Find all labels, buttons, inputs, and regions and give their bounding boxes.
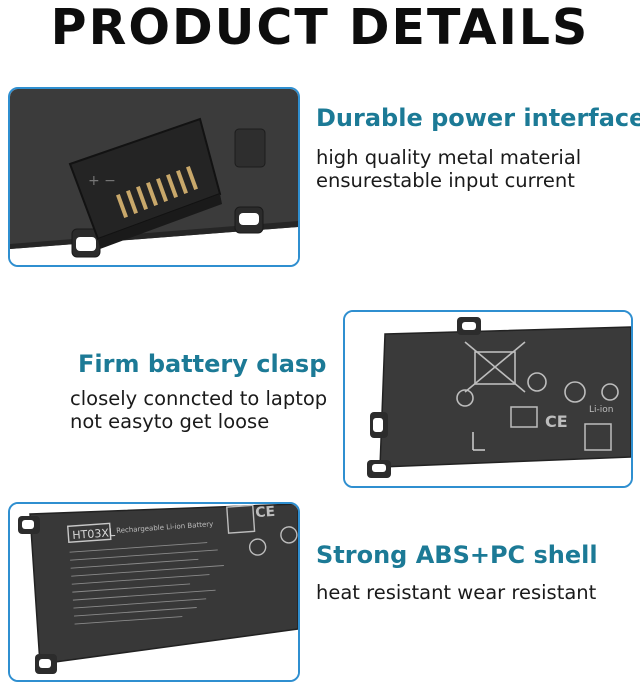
section-heading-abs-pc-shell: Strong ABS+PC shell	[316, 541, 598, 569]
connector-block: + −	[68, 117, 222, 249]
desc-line: not easyto get loose	[70, 410, 270, 433]
desc-line: closely conncted to laptop	[70, 387, 328, 410]
battery-model-label: HT03XL	[72, 526, 116, 542]
section-heading-battery-clasp: Firm battery clasp	[78, 350, 327, 378]
page-title: PRODUCT DETAILS	[50, 0, 590, 56]
desc-line: ensurestable input current	[316, 169, 575, 192]
li-ion-label: Li-ion	[589, 405, 613, 415]
abs-pc-shell-photo: HT03XL Rechargeable Li-ion Battery CE	[8, 502, 300, 682]
power-interface-photo: + −	[8, 87, 300, 267]
section-desc-battery-clasp: closely conncted to laptop not easyto ge…	[70, 387, 327, 433]
battery-clasp-photo: CE Li-ion	[343, 310, 633, 488]
desc-line: high quality metal material	[316, 146, 582, 169]
section-heading-power-interface: Durable power interface	[316, 104, 640, 132]
section-desc-abs-pc-shell: heat resistant wear resistant	[316, 581, 596, 604]
section-desc-power-interface: high quality metal material ensurestable…	[316, 146, 581, 192]
svg-text:+ −: + −	[88, 173, 116, 189]
svg-text:CE: CE	[255, 504, 276, 521]
desc-line: heat resistant wear resistant	[316, 581, 597, 604]
svg-text:CE: CE	[545, 412, 568, 431]
recycle-bin-icon	[464, 341, 526, 393]
